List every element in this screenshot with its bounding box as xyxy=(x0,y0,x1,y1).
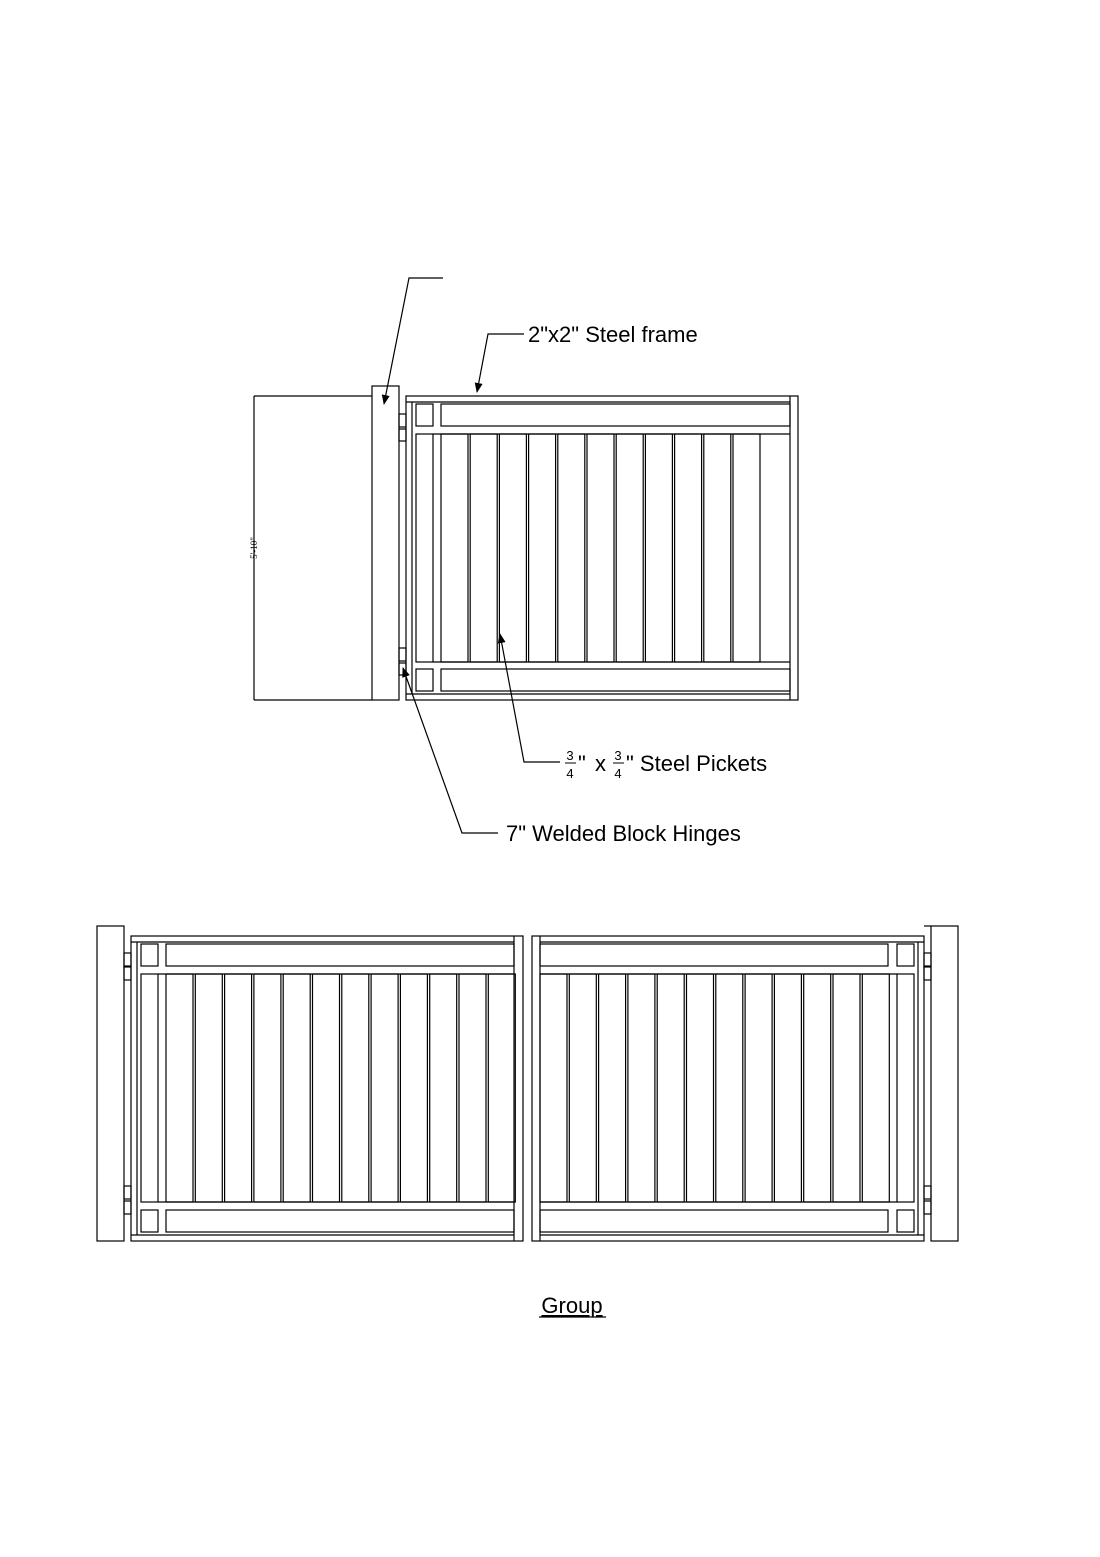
pickets-fraction-num-b: 3 xyxy=(614,748,621,763)
pickets-quote-a: " xyxy=(578,751,586,776)
picket xyxy=(253,973,282,1203)
picket xyxy=(487,973,516,1203)
bottom-rail xyxy=(440,668,791,692)
picket xyxy=(458,973,487,1203)
right-leaf-pickets xyxy=(539,973,890,1203)
single-gate xyxy=(253,385,799,701)
picket xyxy=(597,973,627,1203)
post-leader xyxy=(381,277,443,405)
picket xyxy=(568,973,597,1203)
corner-square-top xyxy=(415,403,434,427)
pickets-fraction-den-a: 4 xyxy=(566,766,573,781)
hinge-top xyxy=(398,413,407,428)
left-post xyxy=(96,925,125,1242)
picket xyxy=(469,433,498,663)
picket xyxy=(832,973,861,1203)
picket xyxy=(527,433,557,663)
single-gate-frame xyxy=(405,395,799,701)
corner-square-bottom xyxy=(415,668,434,692)
picket xyxy=(282,973,311,1203)
picket xyxy=(440,433,469,663)
pickets-times: x xyxy=(595,751,606,776)
picket xyxy=(370,973,399,1203)
single-gate-pickets xyxy=(440,433,761,663)
picket xyxy=(615,433,644,663)
double-gate xyxy=(96,925,959,1242)
picket xyxy=(861,973,890,1203)
hinges-leader xyxy=(402,667,498,834)
picket xyxy=(341,973,370,1203)
left-leaf-pickets xyxy=(165,973,516,1203)
pickets-leader xyxy=(497,633,560,763)
hinges-label: 7" Welded Block Hinges xyxy=(506,821,741,846)
picket xyxy=(399,973,428,1203)
picket xyxy=(165,973,194,1203)
pickets-label: 3 4 " x 3 4 " Steel Pickets xyxy=(565,748,767,781)
right-post xyxy=(930,925,959,1242)
picket xyxy=(644,433,674,663)
frame-label: 2"x2" Steel frame xyxy=(528,322,698,347)
hinge-top-2 xyxy=(398,428,407,442)
picket xyxy=(194,973,223,1203)
picket xyxy=(557,433,586,663)
left-leaf xyxy=(130,935,524,1242)
single-gate-post xyxy=(371,385,400,701)
pickets-fraction-den-b: 4 xyxy=(614,766,621,781)
right-leaf xyxy=(531,935,925,1242)
picket xyxy=(673,433,703,663)
picket xyxy=(656,973,685,1203)
picket xyxy=(732,433,761,663)
picket xyxy=(429,973,458,1203)
pickets-rest: " Steel Pickets xyxy=(626,751,767,776)
picket xyxy=(224,973,253,1203)
hinge-bottom xyxy=(398,647,407,662)
picket xyxy=(744,973,773,1203)
picket xyxy=(803,973,832,1203)
frame-leader xyxy=(474,333,524,393)
picket xyxy=(311,973,341,1203)
picket xyxy=(703,433,732,663)
picket xyxy=(685,973,715,1203)
left-stile xyxy=(415,433,434,663)
picket xyxy=(586,433,615,663)
top-rail xyxy=(440,403,791,427)
picket xyxy=(498,433,527,663)
picket xyxy=(715,973,744,1203)
picket xyxy=(773,973,803,1203)
height-dimension-text: 5'-10" xyxy=(249,537,259,559)
pickets-fraction-num-a: 3 xyxy=(566,748,573,763)
group-caption: Group xyxy=(541,1293,602,1318)
picket xyxy=(627,973,656,1203)
picket xyxy=(539,973,568,1203)
